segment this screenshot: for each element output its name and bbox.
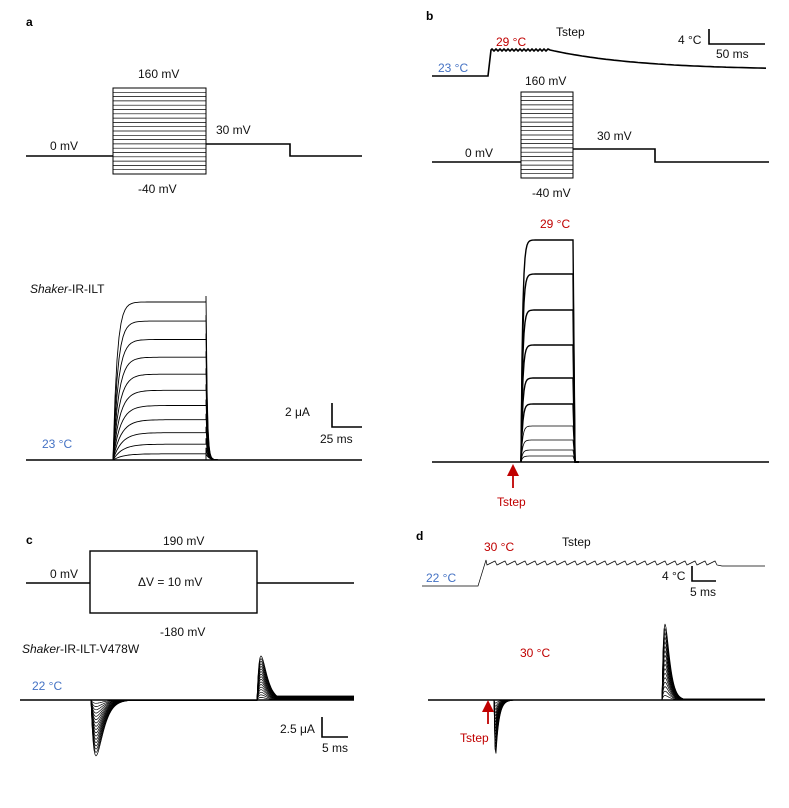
panel-b-voltage-protocol <box>432 91 769 179</box>
panel-b-temp-high: 29 °C <box>496 35 526 49</box>
current-trace <box>112 315 220 461</box>
panel-d-arrow-label: Tstep <box>460 731 489 745</box>
panel-c-scale-y: 2.5 μA <box>280 722 315 736</box>
current-trace <box>520 449 579 463</box>
current-trace <box>428 640 765 741</box>
current-trace <box>112 368 220 461</box>
panel-b-v-top: 160 mV <box>525 74 566 88</box>
panel-b-v-post: 30 mV <box>597 129 632 143</box>
panel-a-v-bottom: -40 mV <box>138 182 177 196</box>
panel-d-temperature-trace <box>422 559 765 587</box>
current-trace <box>20 684 354 721</box>
current-trace <box>428 668 765 724</box>
panel-a-v-post: 30 mV <box>216 123 251 137</box>
current-trace <box>20 681 354 724</box>
current-trace <box>520 403 579 463</box>
current-trace <box>520 455 579 463</box>
current-trace <box>428 645 765 738</box>
panel-d-current-traces <box>428 623 765 754</box>
current-trace <box>20 686 354 717</box>
panel-c-voltage-protocol <box>26 550 354 614</box>
panel-b-tstep-arrow <box>507 464 519 488</box>
panel-a-v-hold: 0 mV <box>50 139 78 153</box>
panel-b-v-bottom: -40 mV <box>532 186 571 200</box>
current-trace <box>428 658 765 730</box>
panel-c-v-bottom: -180 mV <box>160 625 205 639</box>
panel-a-current-traces <box>26 295 362 461</box>
panel-d-tstep: Tstep <box>562 535 591 549</box>
panel-d-scale-bar <box>691 566 716 582</box>
current-trace <box>20 689 354 714</box>
current-trace <box>520 273 579 463</box>
panel-b-current-traces <box>432 239 769 463</box>
panel-d-scale-x: 5 ms <box>690 585 716 599</box>
current-trace <box>520 309 579 463</box>
panel-b-scale-bar <box>708 29 765 45</box>
current-trace <box>20 678 354 727</box>
panel-b-tstep: Tstep <box>556 25 585 39</box>
panel-label-c: c <box>26 533 33 547</box>
panel-a-scale-bar <box>331 403 362 428</box>
panel-c-temp: 22 °C <box>32 679 62 693</box>
current-trace <box>428 636 765 745</box>
current-trace <box>428 663 765 727</box>
current-trace <box>112 399 220 461</box>
panel-d-temp-low: 22 °C <box>426 571 456 585</box>
panel-a-temp: 23 °C <box>42 437 72 451</box>
current-trace <box>520 377 579 463</box>
panel-a-v-top: 160 mV <box>138 67 179 81</box>
current-trace <box>428 649 765 735</box>
panel-c-current-traces <box>20 655 354 757</box>
current-trace <box>520 439 579 463</box>
current-trace <box>520 344 579 463</box>
panel-a-scale-y: 2 μA <box>285 405 310 419</box>
current-trace <box>428 672 765 720</box>
panel-b-scale-y: 4 °C <box>678 33 702 47</box>
panel-c-scale-x: 5 ms <box>322 741 348 755</box>
current-trace <box>20 655 354 757</box>
panel-c-delta: ΔV = 10 mV <box>138 575 202 589</box>
current-trace <box>520 239 579 463</box>
panel-label-d: d <box>416 529 423 543</box>
current-trace <box>20 691 354 711</box>
panel-a-construct: Shaker-IR-ILT <box>30 282 105 296</box>
panel-b-v-hold: 0 mV <box>465 146 493 160</box>
current-trace <box>520 425 579 463</box>
panel-c-v-hold: 0 mV <box>50 567 78 581</box>
panel-d-tstep-arrow <box>482 700 494 724</box>
panel-a-voltage-protocol <box>26 87 362 175</box>
current-trace <box>112 447 220 461</box>
panel-label-b: b <box>426 9 433 23</box>
panel-d-temp-high: 30 °C <box>484 540 514 554</box>
panel-label-a: a <box>26 15 33 29</box>
current-trace <box>20 658 354 754</box>
panel-c-scale-bar <box>321 717 348 738</box>
panel-d-scale-y: 4 °C <box>662 569 686 583</box>
panel-b-current-temp: 29 °C <box>540 217 570 231</box>
current-trace <box>428 623 765 754</box>
current-trace <box>428 686 765 710</box>
panel-b-scale-x: 50 ms <box>716 47 749 61</box>
panel-c-v-top: 190 mV <box>163 534 204 548</box>
panel-a-scale-x: 25 ms <box>320 432 353 446</box>
current-trace <box>428 677 765 717</box>
current-trace <box>112 438 220 461</box>
current-trace <box>112 384 220 461</box>
current-trace <box>20 660 354 750</box>
panel-b-temp-low: 23 °C <box>438 61 468 75</box>
panel-b-arrow-label: Tstep <box>497 495 526 509</box>
current-trace <box>428 681 765 714</box>
current-trace <box>428 654 765 732</box>
current-trace <box>112 295 220 461</box>
panel-d-current-temp: 30 °C <box>520 646 550 660</box>
panel-c-construct: Shaker-IR-ILT-V478W <box>22 642 140 656</box>
panel-b-temperature-trace <box>432 47 767 77</box>
